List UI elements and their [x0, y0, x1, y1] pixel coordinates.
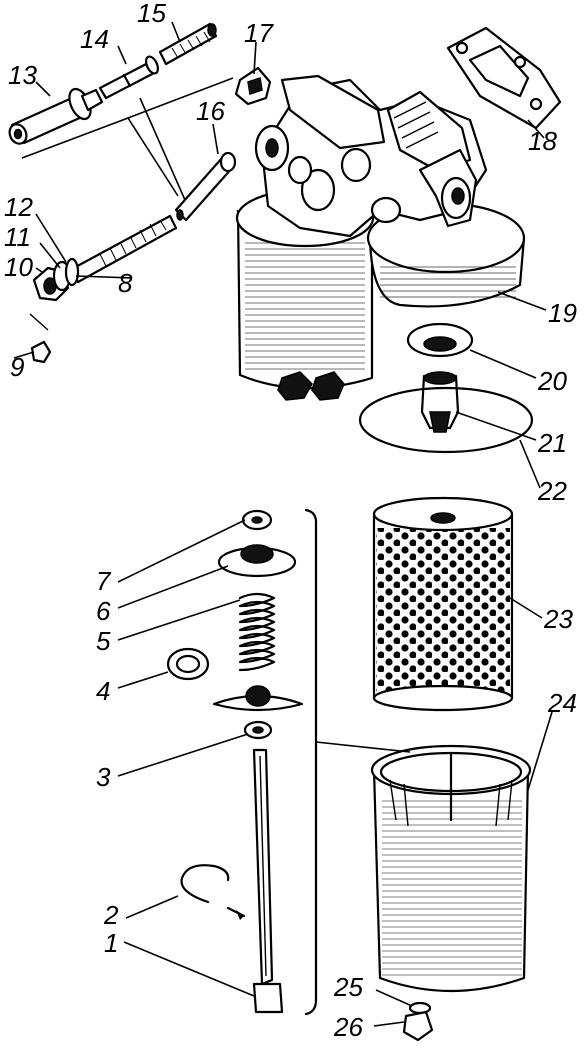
callout-18: 18: [528, 126, 557, 156]
part-6-spring-cap: [217, 544, 297, 578]
group-bracket: [304, 508, 318, 1016]
part-16-nozzle: [174, 151, 237, 222]
part-10-11-12-washers-nut: [32, 257, 80, 302]
callout-11: 11: [4, 222, 31, 252]
callout-22: 22: [537, 476, 567, 506]
part-22-o-ring: [358, 386, 534, 454]
part-3-washer: [243, 720, 273, 740]
callout-5: 5: [96, 626, 111, 656]
part-4-seal-cup: [166, 647, 304, 712]
part-14-pin: [98, 55, 160, 100]
callout-2: 2: [103, 900, 119, 930]
callout-17: 17: [244, 18, 274, 48]
callout-24: 24: [547, 688, 577, 718]
callout-10: 10: [4, 252, 33, 282]
part-24-bowl: [370, 744, 532, 993]
callout-21: 21: [537, 428, 567, 458]
callout-13: 13: [8, 60, 37, 90]
part-21-valve: [420, 371, 460, 433]
callout-23: 23: [543, 604, 573, 634]
part-18-gasket: [446, 26, 562, 130]
callout-7: 7: [96, 566, 112, 596]
filter-head-assembly: [235, 74, 526, 401]
part-15-threaded-rod: [158, 22, 218, 66]
callout-15: 15: [137, 0, 166, 28]
callout-20: 20: [537, 366, 567, 396]
part-20-seal-ring: [406, 322, 474, 358]
part-17-bolt: [234, 66, 272, 106]
callout-25: 25: [333, 972, 363, 1002]
part-5-spring: [238, 592, 276, 672]
callout-16: 16: [196, 96, 225, 126]
part-1-center-rod: [252, 748, 284, 1014]
part-26-drain-plug: [402, 1010, 434, 1042]
callout-6: 6: [96, 596, 111, 626]
callout-8: 8: [118, 268, 133, 298]
callout-labels: 13 14 15 16 17 18 12 11 10 8 9 19 20 21 …: [4, 0, 577, 1042]
part-23-filter-element: [372, 496, 514, 712]
part-9-plug: [29, 313, 52, 364]
callout-4: 4: [96, 676, 110, 706]
part-13-union-bolt: [8, 87, 104, 145]
callout-19: 19: [548, 298, 577, 328]
callout-9: 9: [10, 352, 24, 382]
callout-3: 3: [96, 762, 111, 792]
part-2-snap-ring: [180, 864, 246, 920]
part-25-washer: [408, 1001, 432, 1015]
leader-lines: [13, 21, 553, 1027]
callout-14: 14: [80, 24, 109, 54]
callout-1: 1: [104, 928, 118, 958]
part-7-nut: [241, 509, 273, 531]
callout-12: 12: [4, 192, 33, 222]
callout-26: 26: [333, 1012, 363, 1042]
